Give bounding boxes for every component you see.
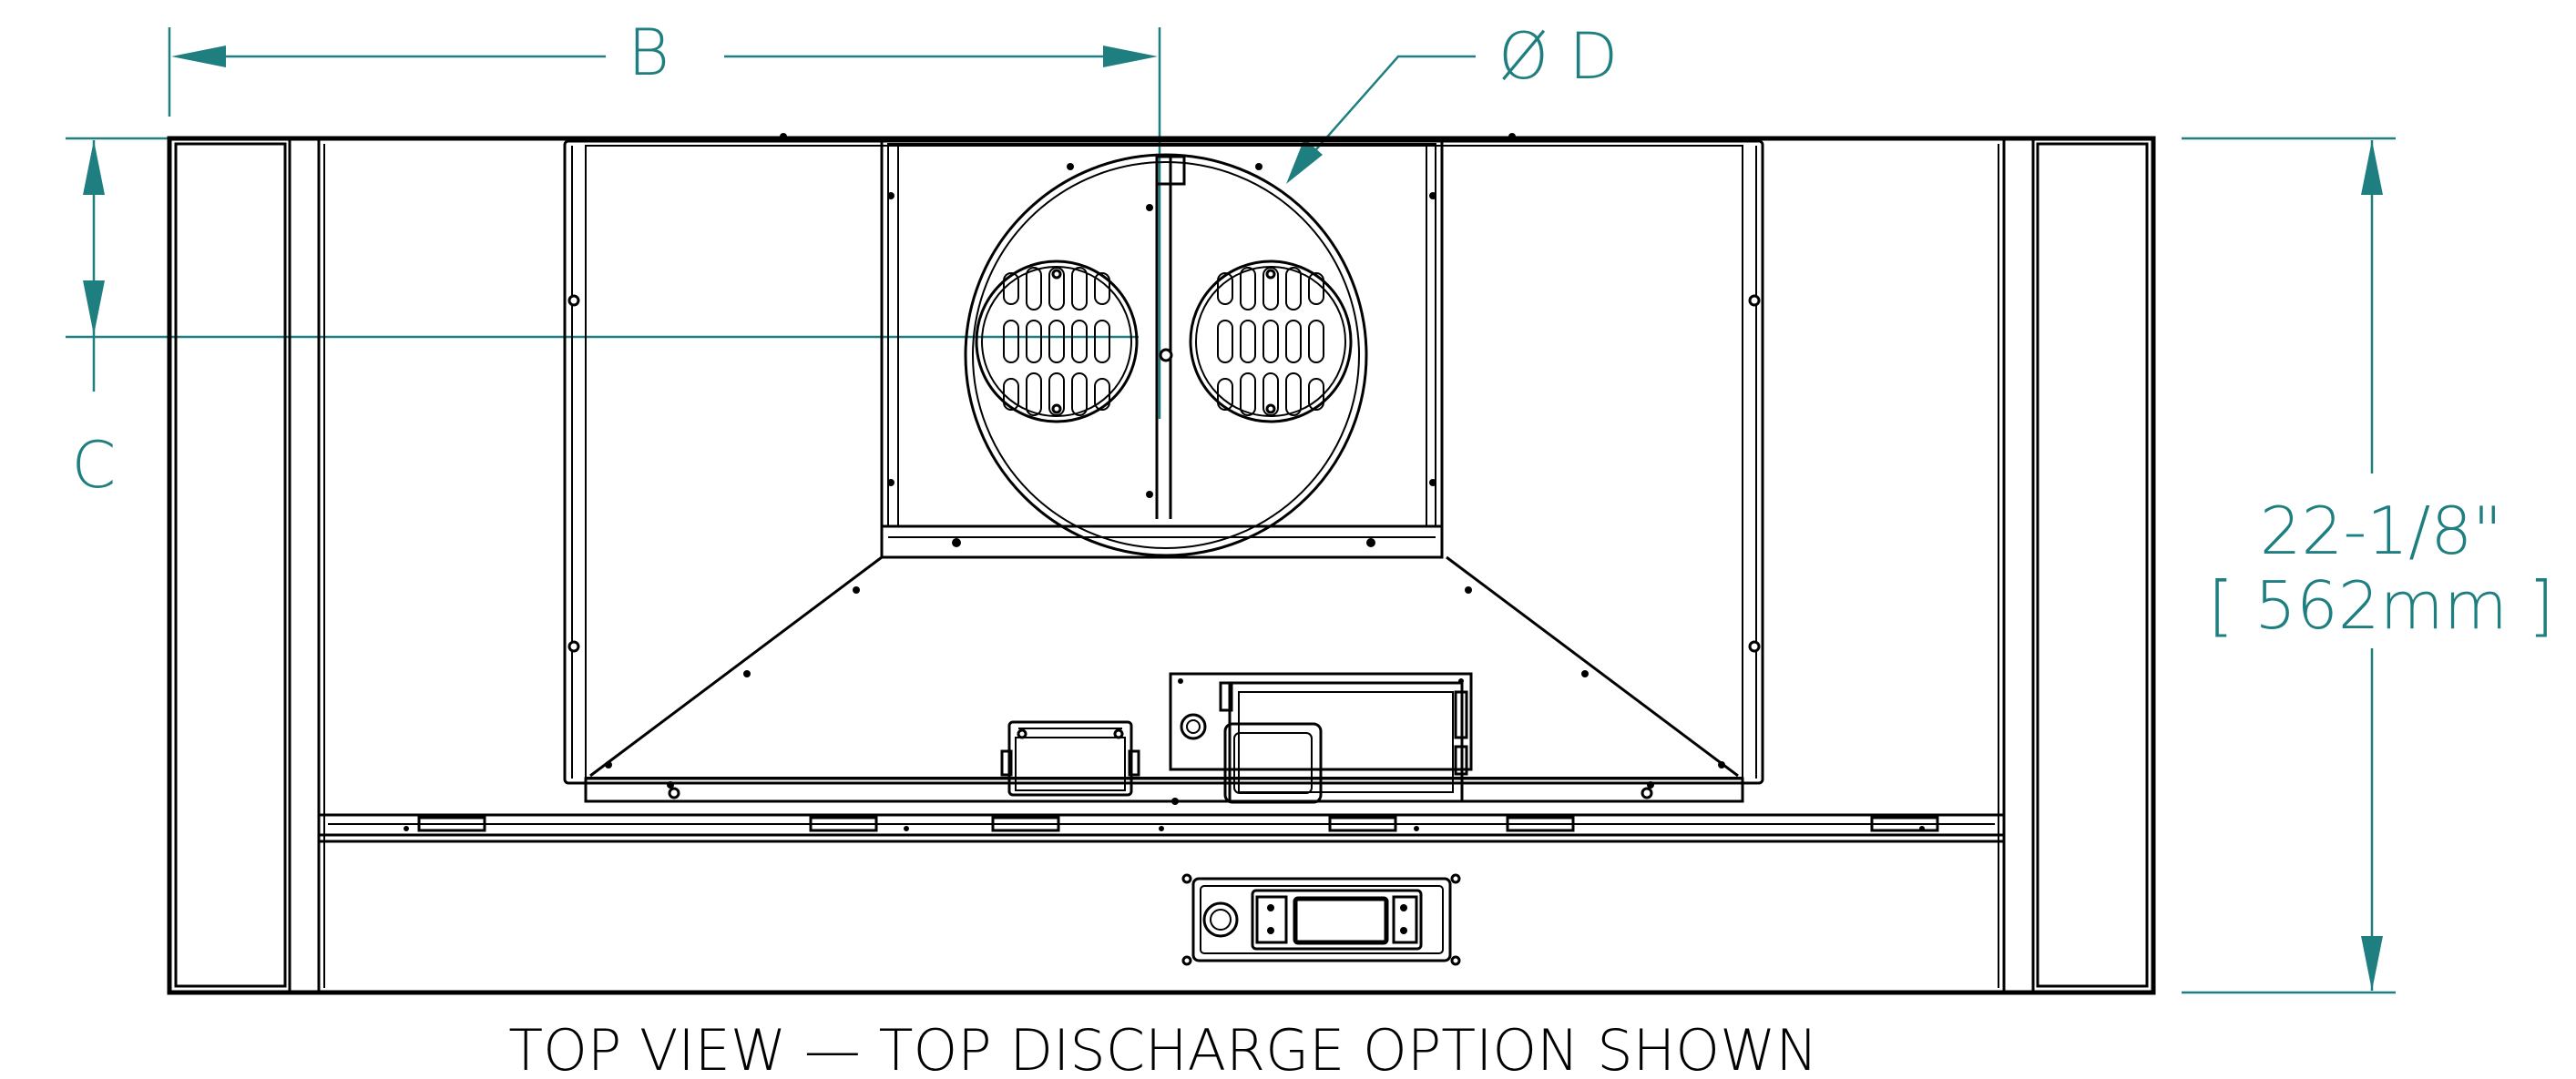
fan xyxy=(964,153,1368,557)
upper-panel xyxy=(563,139,1764,805)
left-end-cap xyxy=(174,142,287,988)
control-box xyxy=(1169,672,1473,804)
dimension-depth: 22-1/8" [ 562mm ] xyxy=(2182,137,2554,994)
dimension-d-label: Ø D xyxy=(1498,19,1618,94)
display-panel xyxy=(1181,873,1461,966)
dimension-d: Ø D xyxy=(1286,19,1618,184)
junction-box-small xyxy=(1000,720,1140,797)
dimension-c-label: C xyxy=(72,428,117,503)
dimension-c: C xyxy=(66,137,1139,503)
drawing-caption: TOP VIEW — TOP DISCHARGE OPTION SHOWN xyxy=(508,1017,1818,1079)
dimension-depth-imperial: 22-1/8" xyxy=(2260,493,2503,569)
fan-grille-left xyxy=(975,260,1139,423)
right-end-cap xyxy=(2036,142,2149,988)
discharge-rail xyxy=(317,813,2006,994)
unit-outline xyxy=(167,133,2156,995)
dimension-depth-metric: [ 562mm ] xyxy=(2208,567,2554,644)
dimension-b: B xyxy=(168,15,1161,419)
dimension-b-label: B xyxy=(628,15,670,90)
fan-housing xyxy=(880,137,1444,559)
fan-grille-right xyxy=(1189,260,1353,423)
